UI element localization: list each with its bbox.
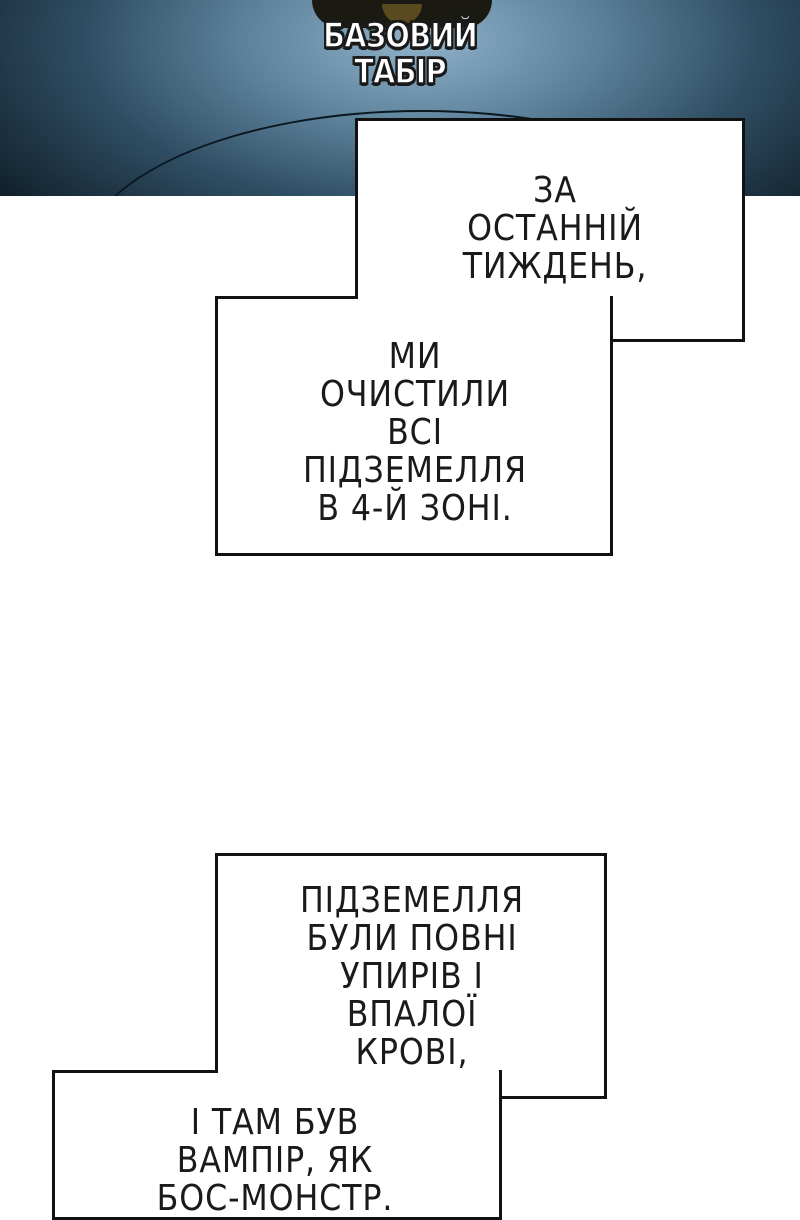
caption-line-1: БАЗОВИЙ [322, 16, 478, 56]
narration-box-2-upper [215, 853, 607, 1099]
text-line: ЗА [533, 170, 577, 211]
text-line: БУЛИ ПОВНІ [306, 918, 518, 959]
caption-line-2: ТАБІР [353, 52, 447, 92]
text-line: МИ [388, 336, 442, 377]
text-line: ПІДЗЕМЕЛЛЯ [302, 450, 528, 491]
text-line: ВСІ [387, 412, 443, 453]
narration-1-part-2: МИ ОЧИСТИЛИ ВСІ ПІДЗЕМЕЛЛЯ В 4-Й ЗОНІ. [283, 338, 547, 528]
text-line: КРОВІ, [355, 1032, 469, 1073]
text-line: ВАМПІР, ЯК [176, 1140, 374, 1181]
text-line: БОС-МОНСТР. [156, 1178, 394, 1219]
text-line: І ТАМ БУВ [190, 1102, 360, 1143]
text-line: В 4-Й ЗОНІ. [317, 488, 513, 529]
text-line: УПИРІВ І [340, 956, 484, 997]
text-line: ОЧИСТИЛИ [319, 374, 511, 415]
character-figure [312, 0, 492, 28]
narration-1-part-1: ЗА ОСТАННІЙ ТИЖДЕНЬ, [427, 172, 682, 286]
text-line: ОСТАННІЙ [467, 208, 643, 249]
text-line: ПІДЗЕМЕЛЛЯ [299, 880, 525, 921]
narration-box-1-lower [215, 296, 613, 556]
narration-2-part-2: І ТАМ БУВ ВАМПІР, ЯК БОС-МОНСТР. [139, 1104, 412, 1218]
narration-2-part-1: ПІДЗЕМЕЛЛЯ БУЛИ ПОВНІ УПИРІВ І ВПАЛОЇ КР… [280, 882, 544, 1072]
location-caption: БАЗОВИЙ ТАБІР [315, 16, 485, 92]
text-line: ТИЖДЕНЬ, [462, 246, 648, 287]
text-line: ВПАЛОЇ [346, 994, 478, 1035]
